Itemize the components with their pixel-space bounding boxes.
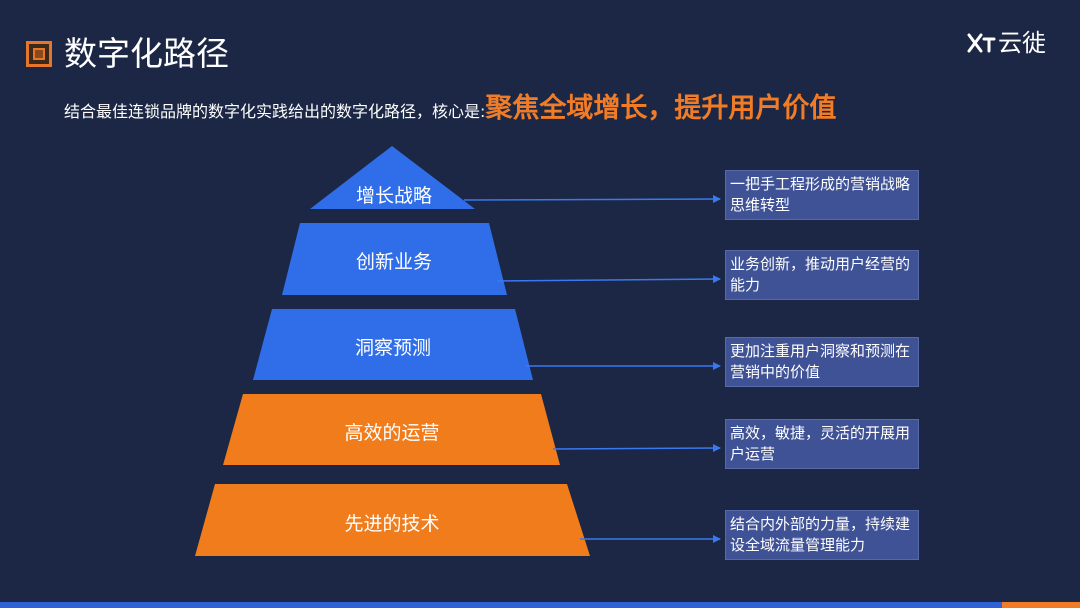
pyramid-tier-5-label: 先进的技术: [344, 513, 440, 535]
connector-arrow-4: [552, 444, 721, 453]
description-box-3: 更加注重用户洞察和预测在营销中的价值: [725, 337, 919, 387]
description-box-5: 结合内外部的力量，持续建设全域流量管理能力: [725, 510, 919, 560]
description-box-4: 高效，敏捷，灵活的开展用户运营: [725, 419, 919, 469]
pyramid-tier-3-label: 洞察预测: [354, 337, 432, 359]
pyramid-tier-4-shape: [223, 394, 560, 465]
pyramid-tier-3-shape: [253, 309, 533, 380]
connector-arrow-1: [463, 195, 721, 204]
title-bullet-icon: [26, 41, 52, 67]
bottom-accent-bar: [0, 602, 1080, 608]
logo-text: 云徙: [998, 29, 1046, 57]
brand-logo: 云徙: [966, 28, 1046, 58]
description-box-2: 业务创新，推动用户经营的能力: [725, 250, 919, 300]
pyramid-tier-1-shape: [310, 146, 475, 209]
bottom-accent-bar-orange: [1002, 602, 1080, 608]
connector-arrow-2: [496, 275, 721, 284]
description-box-1: 一把手工程形成的营销战略思维转型: [725, 170, 919, 220]
pyramid-tier-1-label: 增长战略: [355, 185, 433, 207]
pyramid-tier-2-label: 创新业务: [355, 251, 433, 273]
pyramid-tier-2-shape: [282, 223, 507, 295]
page-title: 数字化路径: [64, 34, 229, 73]
pyramid-tier-5-shape: [195, 484, 590, 556]
title-bullet-inner: [33, 48, 45, 60]
subtitle-core: 聚焦全域增长，提升用户价值: [485, 93, 837, 124]
subtitle-lead: 结合最佳连锁品牌的数字化实践给出的数字化路径，核心是:: [64, 102, 486, 121]
xt-mark-icon: [967, 33, 996, 53]
pyramid-tier-4-label: 高效的运营: [344, 422, 440, 444]
subtitle: 结合最佳连锁品牌的数字化实践给出的数字化路径，核心是:聚焦全域增长，提升用户价值: [64, 86, 836, 125]
